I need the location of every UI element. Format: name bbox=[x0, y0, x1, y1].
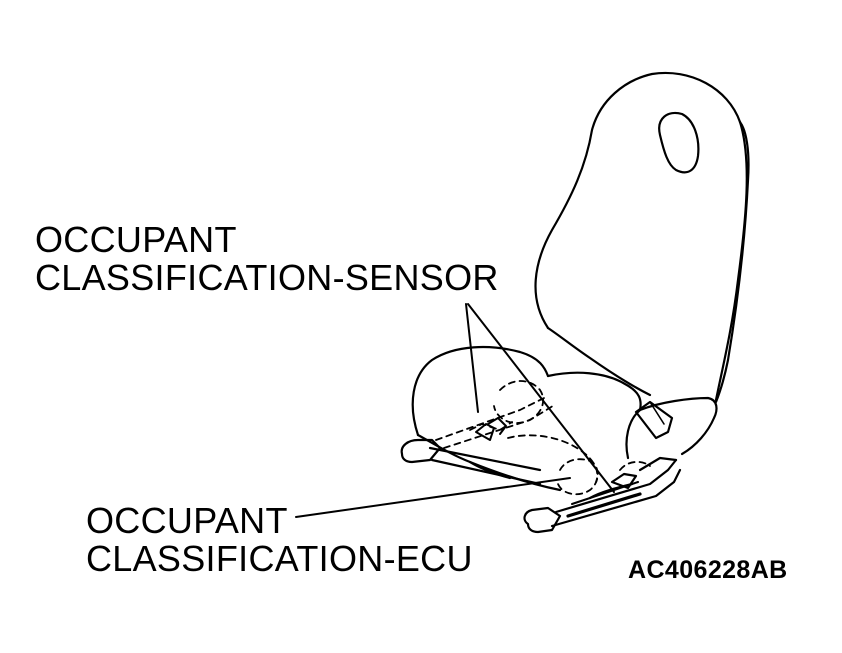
sensor-label-line2: CLASSIFICATION-SENSOR bbox=[35, 257, 499, 298]
recline-lever bbox=[634, 400, 674, 440]
sensor-mechanism bbox=[475, 417, 507, 441]
figure-code: AC406228AB bbox=[628, 556, 788, 584]
ecu-label-line2: CLASSIFICATION-ECU bbox=[86, 538, 473, 579]
sensor-label-line1: OCCUPANT bbox=[35, 219, 237, 260]
leader-lines bbox=[295, 303, 615, 518]
ecu-leader bbox=[295, 477, 571, 518]
seat-rails bbox=[400, 438, 682, 534]
hidden-sensor-outlines bbox=[435, 380, 651, 496]
sensor-leader-right bbox=[467, 303, 615, 493]
seat-back bbox=[534, 71, 750, 404]
ecu-label-line1: OCCUPANT bbox=[86, 500, 288, 541]
headrest-opening bbox=[658, 111, 700, 174]
sensor-leader-left bbox=[465, 303, 479, 413]
